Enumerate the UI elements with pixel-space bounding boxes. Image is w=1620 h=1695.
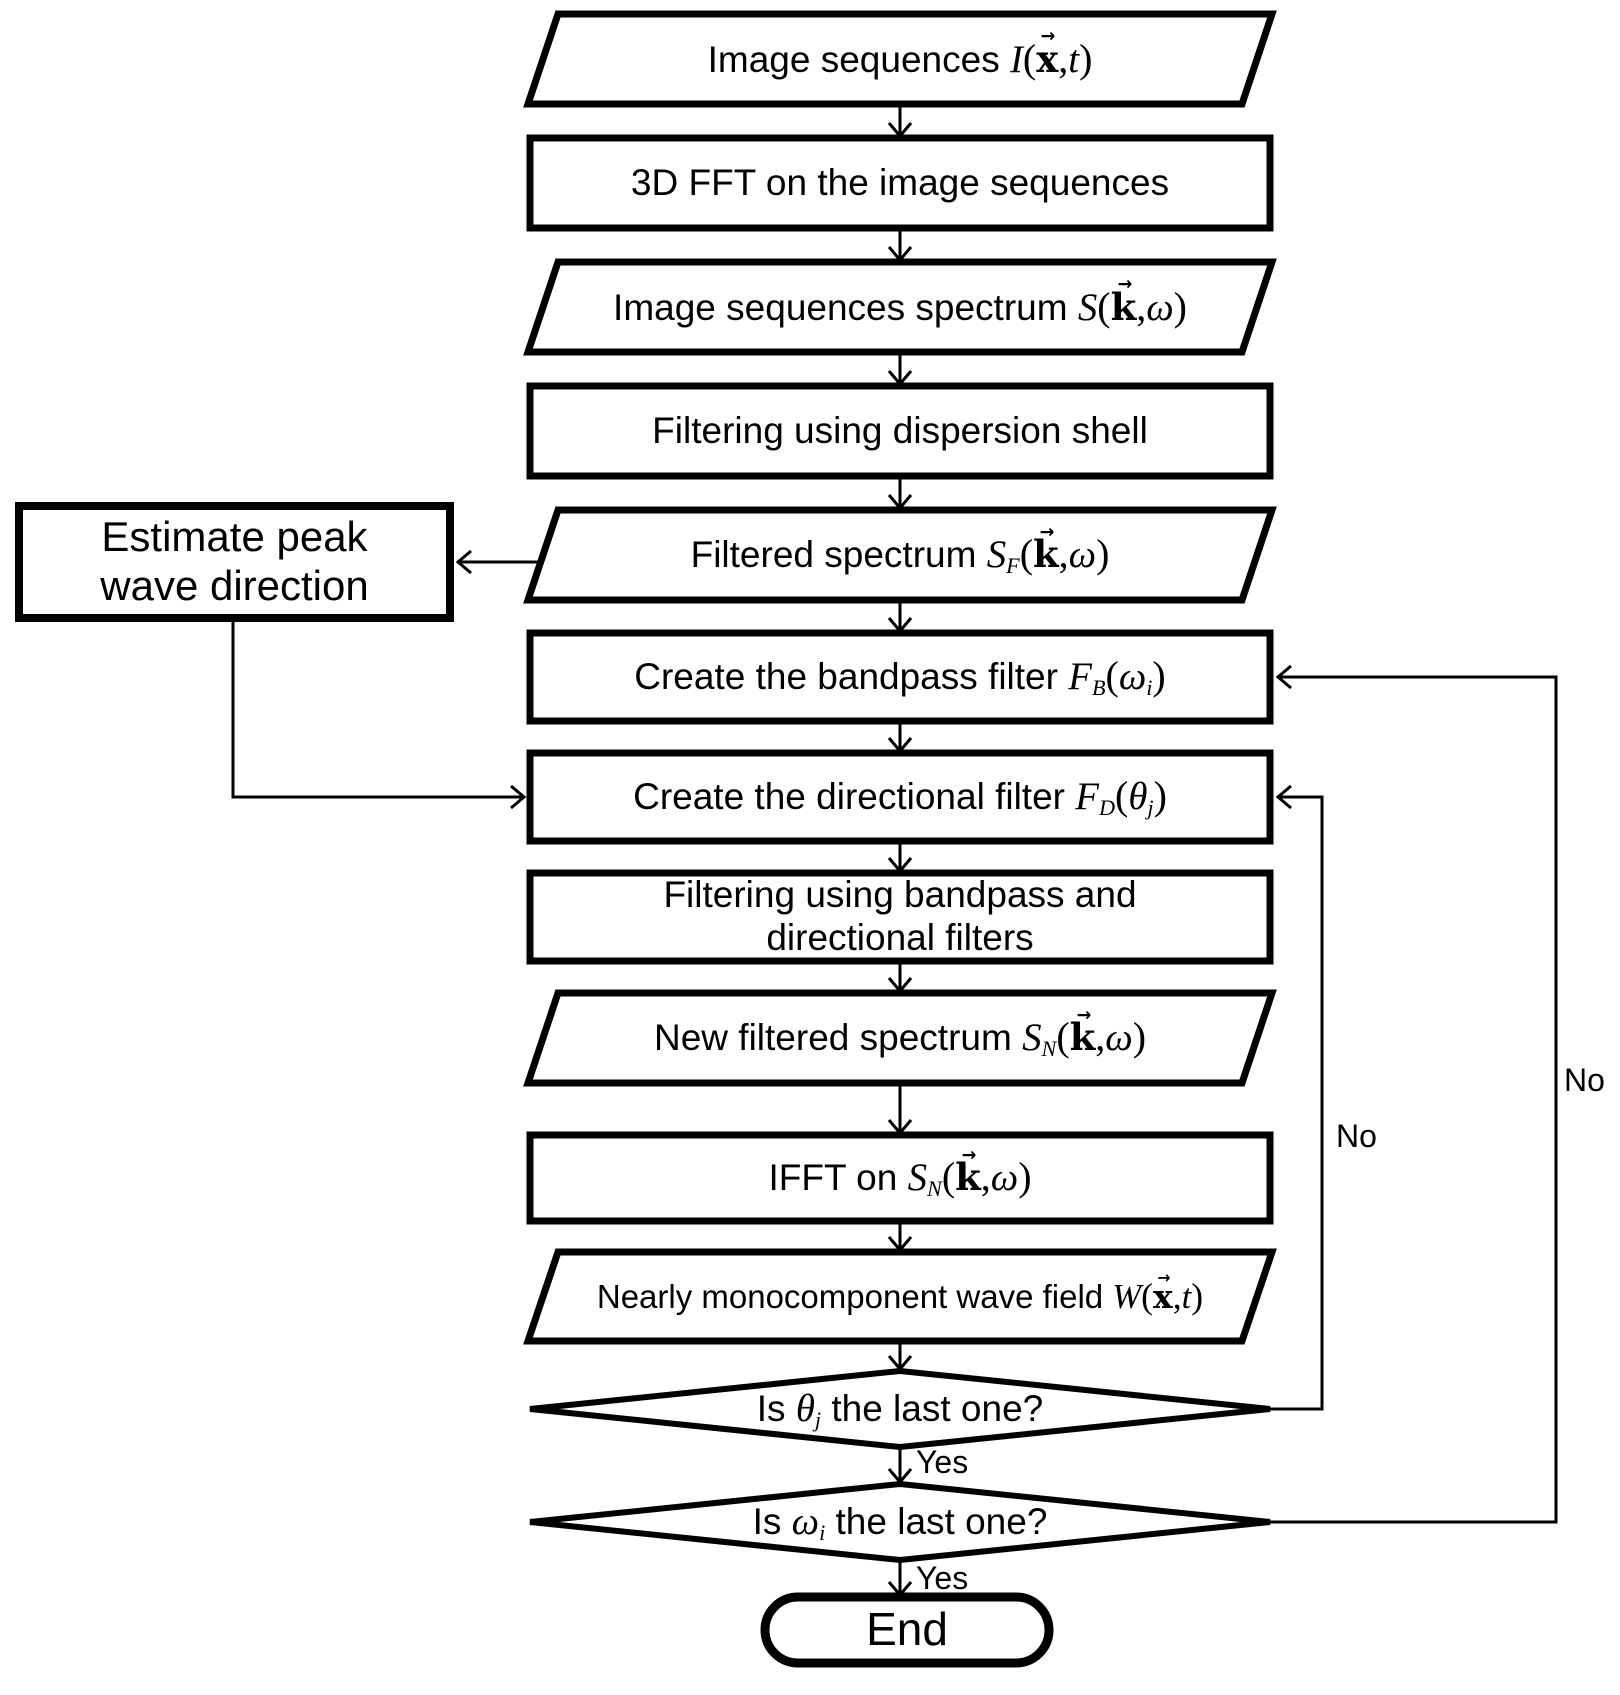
node-filtered-spectrum-label: Filtered spectrum SF(k→,ω) — [690, 521, 1110, 579]
node-is-omega-last-label: Is ωi the last one? — [752, 1499, 1048, 1545]
node-image-sequences: Image sequences I(x→,t) — [530, 14, 1270, 104]
node-fft-3d-shape — [526, 134, 1274, 232]
node-is-theta-last: Is θj the last one? — [530, 1371, 1270, 1447]
node-fft-3d-label: 3D FFT on the image sequences — [630, 161, 1170, 203]
edge-label-theta-yes: Yes — [916, 1444, 969, 1480]
node-filtered-spectrum-shape — [523, 506, 1277, 604]
node-dispersion-filter: Filtering using dispersion shell — [530, 386, 1270, 476]
node-directional-filter: Create the directional filter FD(θj) — [530, 753, 1270, 841]
edge-label-omega-yes: Yes — [916, 1560, 969, 1596]
connector-omega-no-loop — [1270, 664, 1558, 1524]
node-dispersion-filter-label: Filtering using dispersion shell — [652, 409, 1148, 451]
node-end-label: End — [866, 1603, 948, 1656]
vector-arrow-icon: → — [1117, 274, 1133, 296]
vector-arrow-icon: → — [1157, 1267, 1171, 1287]
node-directional-filter-label: Create the directional filter FD(θj) — [633, 773, 1167, 821]
node-ifft-label: IFFT on SN(k→,ω) — [768, 1144, 1032, 1202]
node-estimate-peak-shape — [15, 502, 454, 622]
node-fft-3d: 3D FFT on the image sequences — [530, 138, 1270, 228]
node-wave-field-shape — [523, 1248, 1277, 1345]
node-image-sequences-shape — [523, 10, 1277, 108]
node-is-omega-last: Is ωi the last one? — [530, 1484, 1270, 1560]
vector-arrow-icon: → — [961, 1144, 977, 1166]
node-bandpass-filter-label: Create the bandpass filter FB(ωi) — [634, 653, 1166, 701]
node-image-sequences-label: Image sequences I(x→,t) — [707, 26, 1093, 81]
node-new-filtered-spectrum: New filtered spectrum SN(k→,ω) — [530, 993, 1270, 1083]
node-spectrum-shape — [523, 258, 1277, 356]
vector-arrow-icon: → — [1076, 1004, 1092, 1026]
node-new-filtered-spectrum-shape — [523, 989, 1277, 1087]
vector-arrow-icon: → — [1039, 521, 1055, 543]
node-spectrum-label: Image sequences spectrum S(k→,ω) — [613, 274, 1187, 329]
vector-arrow-icon: → — [1040, 26, 1056, 48]
node-wave-field-label: Nearly monocomponent wave field W(x→,t) — [596, 1267, 1204, 1316]
edge-label-theta-no: No — [1336, 1118, 1377, 1154]
connector-estimate-to-directional — [231, 618, 527, 810]
node-filtered-spectrum: Filtered spectrum SF(k→,ω) — [530, 510, 1270, 600]
node-ifft: IFFT on SN(k→,ω) — [530, 1135, 1270, 1221]
edge-label-omega-no: No — [1564, 1062, 1605, 1098]
node-bandpass-filter: Create the bandpass filter FB(ωi) — [530, 633, 1270, 721]
node-spectrum: Image sequences spectrum S(k→,ω) — [530, 262, 1270, 352]
node-new-filtered-spectrum-label: New filtered spectrum SN(k→,ω) — [654, 1004, 1146, 1062]
connector-theta-no-loop — [1270, 784, 1324, 1411]
node-end: End — [765, 1597, 1049, 1663]
node-is-theta-last-label: Is θj the last one? — [756, 1386, 1044, 1432]
node-wave-field: Nearly monocomponent wave field W(x→,t) — [530, 1252, 1270, 1341]
